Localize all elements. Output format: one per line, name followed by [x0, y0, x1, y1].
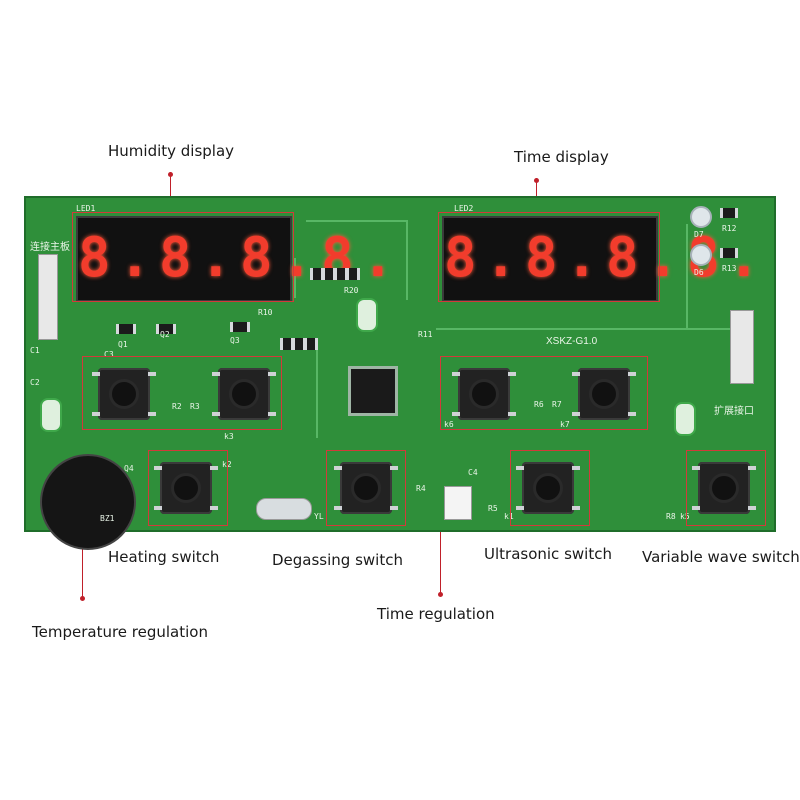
highlight-variable-wave-switch [686, 450, 766, 526]
time-regulation-callout-dot [438, 592, 443, 597]
c2-label: C2 [30, 378, 40, 387]
k7-label: k7 [560, 420, 570, 429]
pcb-trace [406, 220, 408, 300]
highlight-humidity-display [72, 212, 294, 302]
humidity-display-label: Humidity display [108, 142, 235, 160]
k3-label: k3 [224, 432, 234, 441]
q3-label: Q3 [230, 336, 240, 345]
r10-label: R10 [258, 308, 273, 317]
resistor-r12 [720, 208, 738, 218]
r11-label: R11 [418, 330, 433, 339]
r13-label: R13 [722, 264, 737, 273]
c3-label: C3 [104, 350, 114, 359]
k5-label: k5 [680, 512, 690, 521]
r12-label: R12 [722, 224, 737, 233]
highlight-heating-switch [148, 450, 228, 526]
pcb-trace [316, 338, 318, 438]
expansion-port-label: 扩展接口 [714, 406, 754, 417]
pcb-board: LED1 8.8.8.8. LED2 8.8.8.8. D7 R12 D6 R1… [24, 196, 776, 550]
variable-wave-switch-label: Variable wave switch [642, 548, 800, 566]
temperature-regulation-label: Temperature regulation [32, 623, 208, 641]
mounting-hole [674, 402, 696, 436]
expansion-connector [730, 310, 754, 384]
mounting-hole [356, 298, 378, 332]
time-display-label: Time display [514, 148, 609, 166]
humidity-callout-dot [168, 172, 173, 177]
r6-label: R6 [534, 400, 544, 409]
r7-label: R7 [552, 400, 562, 409]
r2-label: R2 [172, 402, 182, 411]
temperature-regulation-callout-dot [80, 596, 85, 601]
led2-label: LED2 [454, 204, 474, 213]
q2-label: Q2 [160, 330, 170, 339]
crystal-label: YL [314, 512, 324, 521]
resistor [346, 268, 360, 280]
highlight-time-buttons [440, 356, 648, 430]
variable-wave-switch-button[interactable] [692, 456, 756, 520]
r3-label: R3 [190, 402, 200, 411]
degassing-switch-button[interactable] [334, 456, 398, 520]
heating-switch-button[interactable] [154, 456, 218, 520]
time-display: 8.8.8.8. [442, 216, 760, 302]
buzzer [40, 454, 136, 550]
highlight-temperature-buttons [82, 356, 282, 430]
transistor-q2 [156, 324, 176, 334]
r20-label: R20 [344, 286, 359, 295]
time-regulation-button-up[interactable] [452, 362, 516, 426]
c4-label: C4 [468, 468, 478, 477]
led-indicator-d6 [690, 244, 712, 266]
microcontroller-chip [348, 366, 398, 416]
board-model-label: XSKZ-G1.0 [546, 336, 598, 347]
degassing-switch-label: Degassing switch [272, 551, 403, 569]
resistor [304, 338, 318, 350]
pcb-trace [686, 224, 688, 328]
led-indicator-d7 [690, 206, 712, 228]
heating-switch-label: Heating switch [108, 548, 220, 566]
time-callout-line [536, 178, 537, 212]
k6-label: k6 [444, 420, 454, 429]
mounting-hole [40, 398, 62, 432]
q1-label: Q1 [118, 340, 128, 349]
pcb-trace [294, 258, 296, 298]
buzzer-label: BZ1 [100, 514, 115, 523]
temperature-regulation-button-up[interactable] [92, 362, 156, 426]
c1-label: C1 [30, 346, 40, 355]
transistor-q1 [116, 324, 136, 334]
time-callout-dot [534, 178, 539, 183]
r5-label: R5 [488, 504, 498, 513]
main-board-connector [38, 254, 58, 340]
resistor-r13 [720, 248, 738, 258]
led1-label: LED1 [76, 204, 96, 213]
highlight-ultrasonic-switch [510, 450, 590, 526]
transistor-q3 [230, 322, 250, 332]
highlight-time-display [438, 212, 660, 302]
connector-main-label: 连接主板 [30, 242, 70, 253]
d6-label: D6 [694, 268, 704, 277]
humidity-callout-line [170, 172, 171, 212]
k1-label: k1 [504, 512, 514, 521]
k2-label: k2 [222, 460, 232, 469]
pcb-trace [436, 328, 746, 330]
white-connector [444, 486, 472, 520]
pcb-trace [306, 220, 406, 222]
ultrasonic-switch-label: Ultrasonic switch [484, 545, 612, 563]
q4-label: Q4 [124, 464, 134, 473]
temperature-regulation-button-down[interactable] [212, 362, 276, 426]
crystal-oscillator [256, 498, 312, 520]
humidity-display: 8.8.8.8. [76, 216, 394, 302]
r4-label: R4 [416, 484, 426, 493]
time-regulation-button-down[interactable] [572, 362, 636, 426]
ultrasonic-switch-button[interactable] [516, 456, 580, 520]
d7-label: D7 [694, 230, 704, 239]
time-regulation-label: Time regulation [377, 605, 495, 623]
highlight-degassing-switch [326, 450, 406, 526]
r8-label: R8 [666, 512, 676, 521]
